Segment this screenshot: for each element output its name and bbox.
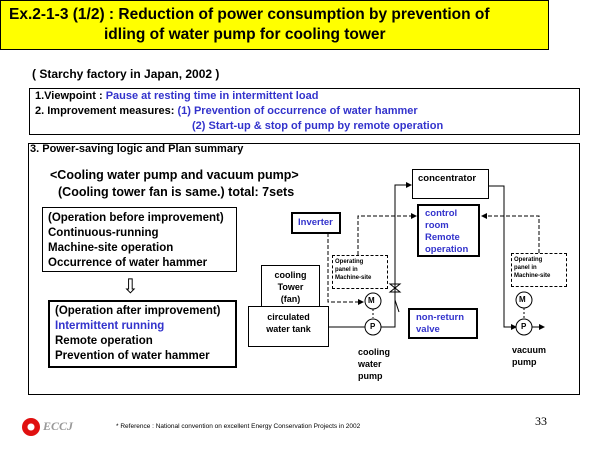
before-improvement-box: (Operation before improvement) Continuou… [42,207,237,272]
pump-label: P [370,322,376,331]
control-room-text: control [425,208,458,219]
valve-text: valve [416,324,440,335]
signal-line [327,233,364,305]
operating-panel-2: Operating panel in Machine-site [511,253,567,287]
after-item: Remote operation [55,335,153,347]
after-heading: (Operation after improvement) [55,305,221,317]
subtitle: ( Starchy factory in Japan, 2002 ) [32,67,220,81]
measure-1: (1) Prevention of occurrence of water ha… [177,105,418,117]
title-line-1: Ex.2-1-3 (1/2) : Reduction of power cons… [9,6,490,23]
valve-icon [388,283,402,293]
pipe [381,182,412,328]
motor-label: M [368,296,375,305]
panel-text: Machine-site [514,273,551,279]
pump-icon [364,318,382,336]
after-item: Intermittent running [55,320,165,332]
label-text: pump [358,371,383,381]
signal-line [357,213,417,255]
slide-title: Ex.2-1-3 (1/2) : Reduction of power cons… [0,0,549,50]
before-item: Machine-site operation [48,242,174,254]
motor-icon [515,291,533,309]
panel-text: Operating [514,257,543,263]
measure-2: (2) Start-up & stop of pump by remote op… [192,120,444,132]
control-room-text: room [425,220,449,231]
cooling-water-pump-label: cooling water pump [358,346,390,382]
pump-heading: <Cooling water pump and vacuum pump> [50,168,299,182]
panel-text: panel in [514,265,537,271]
label-text: vacuum [512,345,547,355]
plan-summary-box [28,143,580,395]
motor-icon [364,292,382,310]
tower-text: Tower [277,282,304,292]
before-item: Continuous-running [48,227,159,239]
label-text: cooling [358,347,390,357]
signal-line [481,213,540,253]
operating-panel-1: Operating panel in Machine-site [332,255,388,289]
measures-label: 2. Improvement measures: [35,105,175,117]
pipe [489,185,517,330]
panel-text: Operating [335,259,364,265]
tower-text: (fan) [280,294,301,304]
vacuum-pump-label: vacuum pump [512,344,546,368]
panel-text: Machine-site [335,275,372,281]
concentrator-box: concentrator [412,169,489,199]
tank-text: water tank [266,324,311,334]
title-line-2: idling of water pump for cooling tower [104,26,386,43]
pump-label: P [521,322,527,331]
eccj-logo-icon [22,418,40,436]
control-room-text: operation [425,244,469,255]
panel-text: panel in [335,267,358,273]
fan-note: (Cooling tower fan is same.) total: 7set… [58,185,295,199]
pump-icon [515,318,533,336]
before-heading: (Operation before improvement) [48,212,224,224]
page-number: 33 [535,414,547,428]
viewpoint-label: 1.Viewpoint : [35,90,103,102]
check-valve-icon [394,299,400,313]
eccj-logo-text: ECCJ [43,419,74,433]
reference-note: * Reference : National convention on exc… [116,423,361,430]
control-room-text: Remote [425,232,460,243]
water-tank-box: circulated water tank [248,306,329,347]
label-text: water [358,359,382,369]
motor-label: M [519,295,526,304]
after-item: Prevention of water hammer [55,350,210,362]
viewpoint-value: Pause at resting time in intermittent lo… [105,90,319,102]
tank-text: circulated [267,312,310,322]
section3-heading: 3. Power-saving logic and Plan summary [30,143,244,155]
label-text: pump [512,357,537,367]
valve-text: non-return [416,312,465,323]
before-item: Occurrence of water hammer [48,257,208,269]
tower-text: cooling [274,270,307,280]
down-arrow-icon: ⇩ [122,276,139,298]
inverter-box: Inverter [291,212,341,234]
after-improvement-box: (Operation after improvement) Intermitte… [48,300,237,368]
summary-box: 1.Viewpoint : Pause at resting time in i… [29,88,580,135]
